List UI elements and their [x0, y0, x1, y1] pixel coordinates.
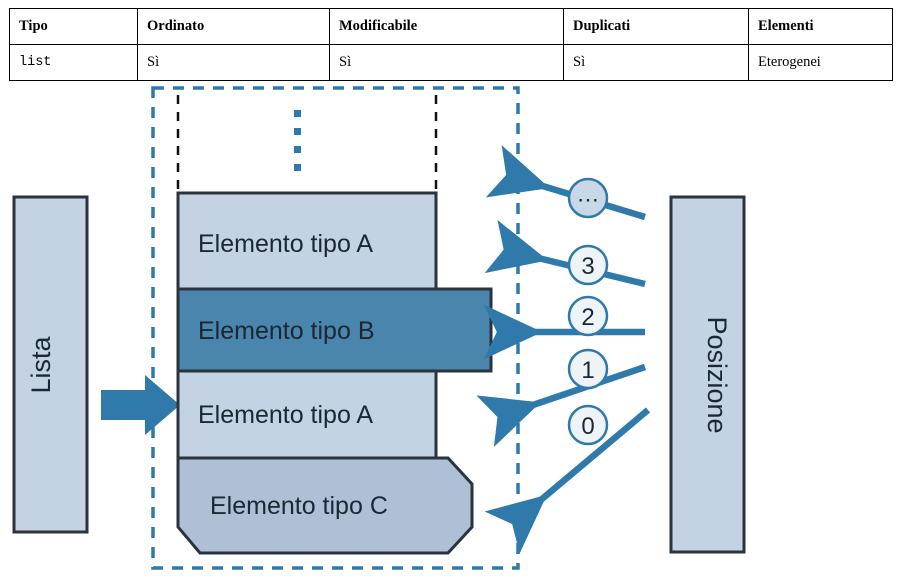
spec-table: Tipo Ordinato Modificabile Duplicati Ele…: [9, 8, 893, 81]
index-badge-ellipsis: ⋯: [567, 177, 609, 219]
index-arrow-0: [484, 407, 651, 554]
elem-b-label: Elemento tipo B: [198, 317, 375, 345]
index-badge-0: 0: [567, 404, 609, 446]
column-header-ordinato: Ordinato: [137, 8, 330, 45]
cell-elementi: Eterogenei: [748, 44, 893, 81]
elem-c-label: Elemento tipo C: [210, 492, 388, 520]
posizione-box: [669, 195, 746, 554]
lista-box-label: Lista: [26, 336, 56, 394]
elem-a-top-box: [176, 191, 438, 291]
lista-to-list-arrow: [101, 375, 180, 435]
list-structure-diagram: Lista Elemento tipo A Elemento tipo B El…: [0, 80, 905, 576]
column-header-tipo: Tipo: [9, 8, 138, 45]
cell-tipo: list: [9, 44, 138, 81]
index-badge-3-label: 3: [581, 253, 594, 280]
index-badge-ellipsis-label: ⋯: [577, 187, 599, 212]
cell-duplicati: Sì: [563, 44, 749, 81]
elem-a-bottom-box: [176, 369, 438, 460]
elem-a-top-label: Elemento tipo A: [198, 230, 373, 258]
index-badge-2: 2: [567, 295, 609, 337]
column-header-elementi: Elementi: [748, 8, 893, 45]
index-badge-1-label: 1: [581, 357, 594, 384]
table-row: list Sì Sì Sì Eterogenei: [9, 44, 893, 81]
table-header-row: Tipo Ordinato Modificabile Duplicati Ele…: [9, 8, 893, 45]
index-badge-2-label: 2: [581, 304, 594, 331]
lista-box: [12, 195, 89, 534]
column-header-duplicati: Duplicati: [563, 8, 749, 45]
index-badge-0-label: 0: [581, 413, 594, 440]
spec-table-container: Tipo Ordinato Modificabile Duplicati Ele…: [9, 8, 893, 81]
cell-ordinato: Sì: [137, 44, 330, 81]
vertical-ellipsis-dots: [294, 110, 301, 171]
index-badge-1: 1: [567, 348, 609, 390]
posizione-box-label: Posizione: [702, 316, 732, 433]
index-badge-3: 3: [567, 244, 609, 286]
column-header-modificabile: Modificabile: [329, 8, 564, 45]
elem-c-box: [176, 456, 474, 555]
cell-modificabile: Sì: [329, 44, 564, 81]
elem-a-bottom-label: Elemento tipo A: [198, 401, 373, 429]
